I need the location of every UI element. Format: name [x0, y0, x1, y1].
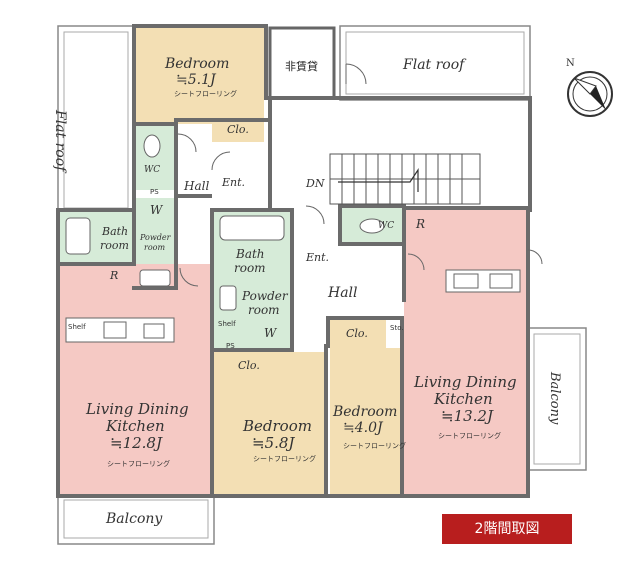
bedroom-right-floor: シートフローリング: [343, 442, 406, 450]
ldk-right-fill: [404, 208, 526, 494]
dn-label: DN: [306, 177, 325, 190]
bedroom-top-floor: シートフローリング: [174, 90, 237, 98]
bath-mid-label-1: Bath: [236, 247, 265, 261]
flat-roof-left-area: [57, 25, 135, 213]
bath-left-label-2: room: [100, 239, 129, 252]
ldk-left-floor: シートフローリング: [107, 460, 170, 468]
bath-left-label-1: Bath: [102, 225, 129, 238]
bedroom-top-size: ≒5.1J: [176, 72, 216, 88]
flat-roof-top-label: Flat roof: [403, 57, 465, 73]
bedroom-top-fill: [136, 28, 264, 124]
powder-mid-label-2: room: [248, 303, 280, 317]
compass-icon: [567, 71, 613, 117]
staircase: [329, 153, 481, 205]
powder-left-label-1: Powder: [140, 233, 171, 242]
bedroom-right-size: ≒4.0J: [343, 420, 383, 436]
ps-left-label: PS: [150, 188, 159, 196]
balcony-right-label: Balcony: [547, 372, 562, 425]
closet-mid-label: Clo.: [238, 359, 260, 372]
ldk-left-size: ≒12.8J: [110, 434, 162, 452]
flat-roof-top-inner: [345, 31, 525, 95]
closet-right-fill: [330, 318, 386, 348]
r-right-label: R: [416, 217, 426, 231]
bedroom-right-name: Bedroom: [333, 404, 398, 420]
hall-left-label: Hall: [184, 179, 210, 193]
ent-mid-label: Ent.: [306, 251, 330, 264]
ps-mid-label: PS: [226, 342, 235, 350]
hall-mid-label: Hall: [328, 285, 358, 301]
non-rental-label: 非賃貸: [285, 60, 318, 73]
balcony-bottom-inner: [63, 499, 209, 539]
non-rental-area: [268, 26, 336, 100]
closet-right-label: Clo.: [346, 327, 368, 340]
bedroom-mid-name: Bedroom: [243, 417, 312, 435]
powder-mid-label-1: Powder: [242, 289, 288, 303]
ent-left-label: Ent.: [222, 176, 246, 189]
powder-left-label-2: room: [144, 243, 166, 252]
wc-left-fill: [136, 124, 174, 190]
shelf-mid-label: Shelf: [218, 320, 236, 328]
ldk-left-line1: Living Dining: [86, 400, 189, 418]
w-left-label: W: [150, 203, 163, 217]
ldk-right-size: ≒13.2J: [441, 407, 493, 425]
closet-top-label: Clo.: [227, 123, 249, 136]
sto-label: Sto.: [390, 324, 404, 332]
bedroom-mid-fill: [214, 378, 324, 494]
wc-left-label: WC: [144, 165, 161, 175]
closet-mid-fill: [214, 352, 324, 378]
balcony-bottom-label: Balcony: [106, 511, 163, 527]
ldk-left-fill: [60, 264, 210, 494]
wc-right-label: WC: [378, 221, 395, 231]
ldk-left-line2: Kitchen: [106, 417, 165, 435]
compass-north-label: N: [566, 58, 575, 69]
fixtures: [65, 134, 521, 343]
shelf-left-label: Shelf: [68, 323, 86, 331]
bedroom-top-name: Bedroom: [165, 56, 230, 72]
ldk-right-floor: シートフローリング: [438, 432, 501, 440]
balcony-right-inner: [533, 333, 581, 465]
balcony-right-area: [527, 327, 587, 471]
floor-title-badge: 2階間取図: [442, 514, 572, 544]
bath-mid-label-2: room: [234, 261, 266, 275]
flat-roof-left-label: Flat roof: [52, 110, 68, 172]
bedroom-mid-floor: シートフローリング: [253, 455, 316, 463]
balcony-bottom-area: [57, 493, 215, 545]
door-swings: [177, 63, 543, 287]
bedroom-right-fill: [330, 348, 400, 494]
r-left-label: R: [110, 269, 119, 282]
w-mid-label: W: [264, 326, 277, 340]
bedroom-mid-size: ≒5.8J: [252, 434, 295, 452]
ldk-right-line2: Kitchen: [434, 390, 493, 408]
walls: [56, 24, 532, 498]
ldk-right-line1: Living Dining: [414, 373, 517, 391]
